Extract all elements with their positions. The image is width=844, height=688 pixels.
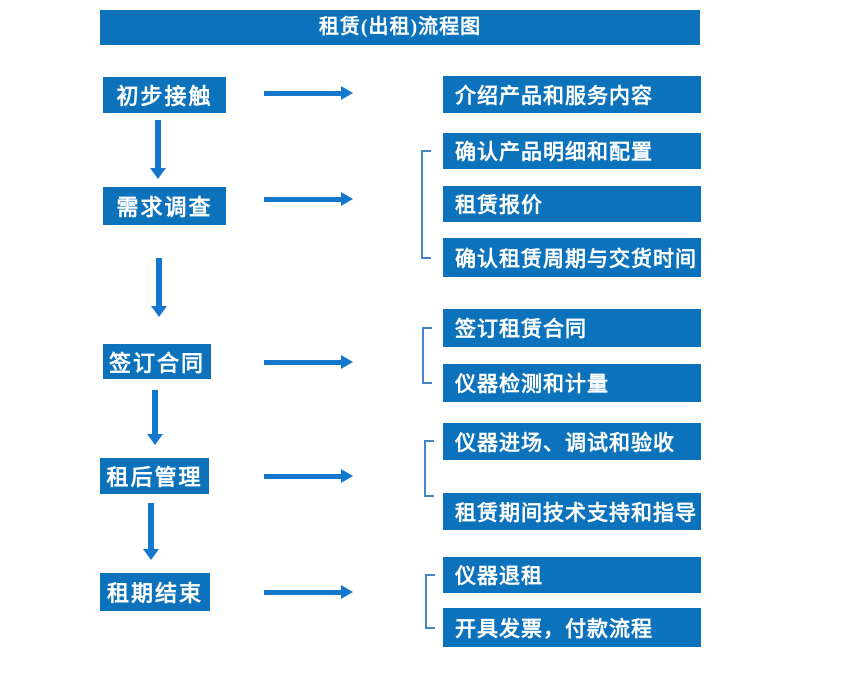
- detail-box-sign-rental-contract: 签订租赁合同: [443, 309, 701, 347]
- step-box-rental-end: 租期结束: [100, 573, 210, 611]
- bracket-connector-sign-contract-group: [422, 327, 432, 384]
- bracket-connector-post-rental-group: [424, 440, 434, 497]
- detail-box-invoice-payment: 开具发票，付款流程: [443, 608, 701, 647]
- detail-box-instrument-setup-acceptance: 仪器进场、调试和验收: [443, 423, 701, 460]
- arrow-head: [341, 86, 353, 100]
- arrow-shaft: [156, 258, 162, 306]
- arrow-shaft: [264, 359, 341, 365]
- step-box-post-rental-management: 租后管理: [100, 458, 209, 494]
- arrow-shaft: [264, 473, 341, 479]
- bracket-connector-demand-survey-group: [421, 150, 431, 259]
- step-box-demand-survey: 需求调查: [103, 187, 226, 225]
- arrow-head: [143, 549, 159, 560]
- detail-box-instrument-testing: 仪器检测和计量: [443, 364, 701, 402]
- arrow-shaft: [264, 196, 341, 202]
- arrow-head: [150, 168, 166, 179]
- detail-box-instrument-return: 仪器退租: [443, 557, 701, 593]
- step-box-sign-contract: 签订合同: [103, 344, 211, 379]
- arrow-shaft: [152, 390, 158, 434]
- arrow-head: [341, 192, 353, 206]
- arrow-down-icon: [147, 390, 163, 445]
- arrow-down-icon: [151, 258, 167, 317]
- arrow-shaft: [264, 90, 341, 96]
- arrow-head: [341, 355, 353, 369]
- flowchart-title: 租赁(出租)流程图: [318, 16, 482, 38]
- detail-box-rental-quotation: 租赁报价: [443, 186, 701, 222]
- arrow-right-icon: [264, 355, 353, 369]
- arrow-head: [341, 585, 353, 599]
- detail-box-introduce-products: 介绍产品和服务内容: [443, 76, 701, 113]
- arrow-shaft: [148, 503, 154, 549]
- step-box-initial-contact: 初步接触: [103, 77, 226, 113]
- detail-box-confirm-product-config: 确认产品明细和配置: [443, 133, 701, 169]
- arrow-down-icon: [143, 503, 159, 560]
- flowchart-title-bar: 租赁(出租)流程图: [100, 10, 700, 45]
- detail-box-technical-support: 租赁期间技术支持和指导: [443, 493, 701, 530]
- arrow-right-icon: [264, 192, 353, 206]
- arrow-right-icon: [264, 469, 353, 483]
- arrow-right-icon: [264, 585, 353, 599]
- arrow-head: [341, 469, 353, 483]
- arrow-shaft: [155, 120, 161, 168]
- arrow-right-icon: [264, 86, 353, 100]
- arrow-shaft: [264, 589, 341, 595]
- arrow-down-icon: [150, 120, 166, 179]
- arrow-head: [147, 434, 163, 445]
- arrow-head: [151, 306, 167, 317]
- bracket-connector-rental-end-group: [425, 574, 435, 629]
- detail-box-confirm-period-delivery: 确认租赁周期与交货时间: [443, 238, 701, 277]
